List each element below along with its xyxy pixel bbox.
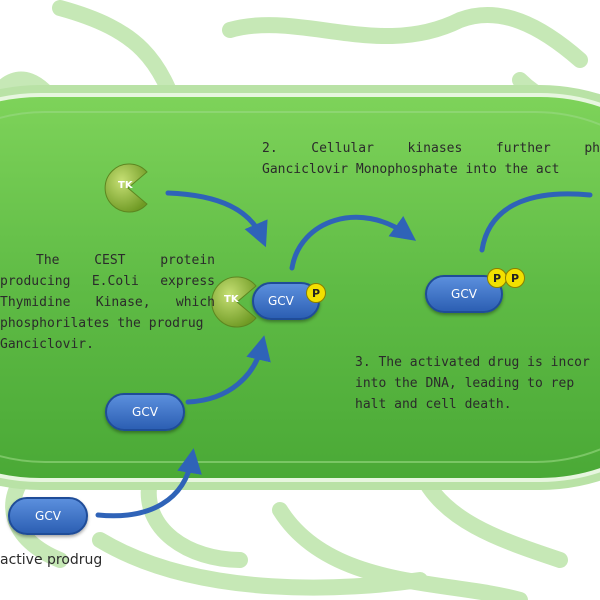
step2-line: 2. Cellular kinases further ph <box>262 141 600 156</box>
step3-line: 3. The activated drug is incor <box>355 355 590 370</box>
step2-line: Ganciclovir Monophosphate into the act <box>262 162 560 177</box>
step3-line: into the DNA, leading to rep <box>355 376 575 391</box>
step3-text: 3. The activated drug is incor into the … <box>355 352 600 415</box>
phosphate-badge: P <box>306 283 326 303</box>
arrows <box>95 190 593 519</box>
tk-label: TK <box>118 180 133 191</box>
gcv-molecule-inside: GCV <box>105 393 185 431</box>
step3-line: halt and cell death. <box>355 397 512 412</box>
step1-line: producing E.Coli express <box>0 274 215 289</box>
step1-line: Thymidine Kinase, which <box>0 295 215 310</box>
tk-enzyme-bound <box>211 276 257 328</box>
step1-text: The CEST protein producing E.Coli expres… <box>0 250 215 355</box>
gcv-molecule-prodrug: GCV <box>8 497 88 535</box>
phosphate-badge: P <box>487 268 507 288</box>
tk-enzyme-top <box>104 163 148 213</box>
step2-text: 2. Cellular kinases further ph Ganciclov… <box>262 138 600 180</box>
step1-line: phosphorilates the prodrug <box>0 316 204 331</box>
phosphate-badge: P <box>505 268 525 288</box>
gcv-label: GCV <box>268 294 294 308</box>
step1-line: Ganciclovir. <box>0 337 94 352</box>
step1-line: The CEST protein <box>36 253 215 268</box>
prodrug-label: active prodrug <box>0 552 103 568</box>
tk-label: TK <box>224 294 239 305</box>
